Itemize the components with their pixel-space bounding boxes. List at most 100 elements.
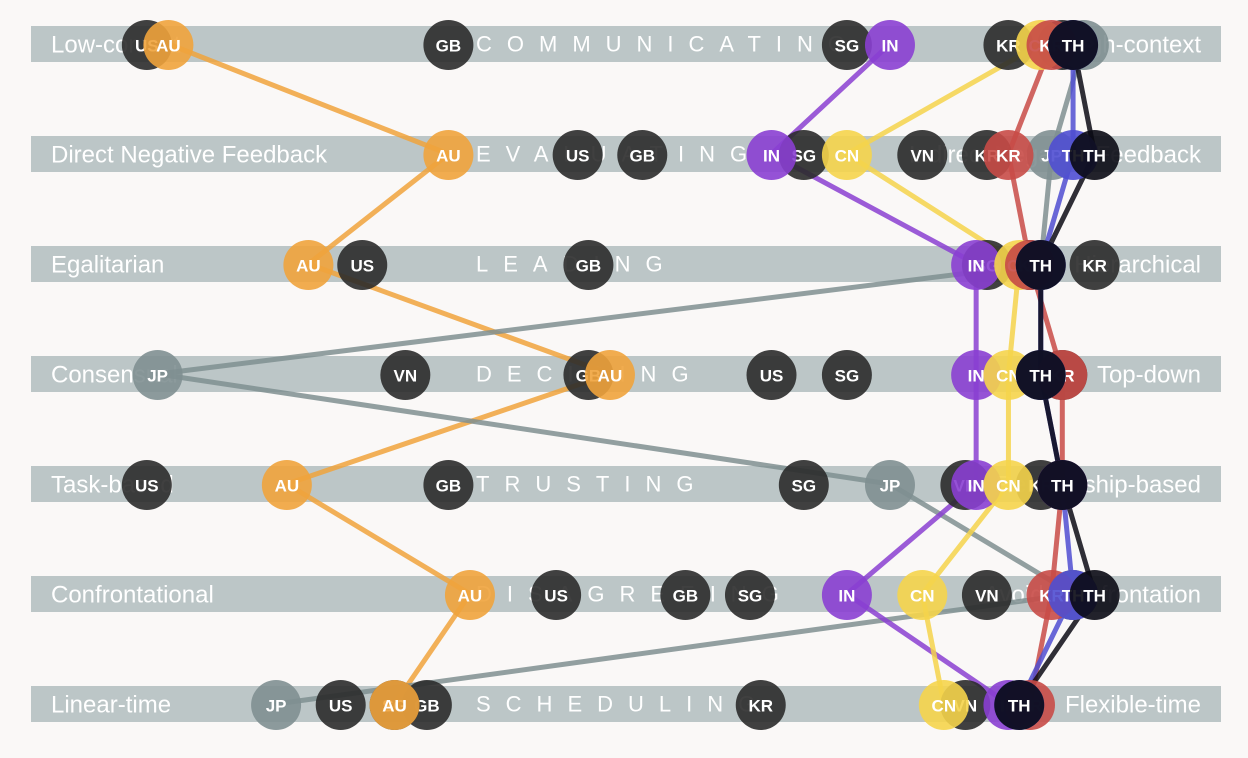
country-markers: USUSUSUSUSUSUSGBGBGBGBGBGBGBSGSGSGSGSGSG… <box>121 20 1120 730</box>
marker-th: TH <box>1015 350 1066 400</box>
marker-circle <box>423 460 474 510</box>
marker-label: CN <box>932 697 957 716</box>
marker-label: US <box>135 477 159 496</box>
marker-label: GB <box>436 477 462 496</box>
marker-label: SG <box>792 477 817 496</box>
marker-label: IN <box>968 257 985 276</box>
marker-cn: CN <box>897 570 948 620</box>
marker-gb: GB <box>563 240 614 290</box>
marker-circle <box>918 680 969 730</box>
marker-label: TH <box>1083 587 1106 606</box>
marker-circle <box>251 680 302 730</box>
marker-label: KR <box>1082 257 1107 276</box>
marker-label: TH <box>1083 147 1106 166</box>
marker-circle <box>584 350 635 400</box>
dimension-label: COMMUNICATING <box>476 32 860 57</box>
marker-vn: VN <box>961 570 1012 620</box>
marker-circle <box>369 680 420 730</box>
marker-label: IN <box>881 37 898 56</box>
marker-th: TH <box>1069 130 1120 180</box>
marker-label: JP <box>880 477 901 496</box>
marker-sg: SG <box>778 460 829 510</box>
marker-jp: JP <box>132 350 183 400</box>
marker-us: US <box>746 350 797 400</box>
marker-circle <box>337 240 388 290</box>
marker-in: IN <box>864 20 915 70</box>
marker-jp: JP <box>251 680 302 730</box>
marker-circle <box>897 130 948 180</box>
marker-vn: VN <box>897 130 948 180</box>
marker-label: AU <box>296 257 321 276</box>
marker-circle <box>143 20 194 70</box>
marker-circle <box>1015 240 1066 290</box>
marker-circle <box>380 350 431 400</box>
marker-gb: GB <box>423 20 474 70</box>
marker-label: VN <box>910 147 934 166</box>
marker-circle <box>1069 130 1120 180</box>
marker-label: US <box>544 587 568 606</box>
marker-circle <box>897 570 948 620</box>
marker-label: AU <box>598 367 623 386</box>
marker-kr: KR <box>983 130 1034 180</box>
marker-circle <box>994 680 1045 730</box>
marker-label: CN <box>996 477 1021 496</box>
marker-circle <box>132 350 183 400</box>
marker-circle <box>261 460 312 510</box>
marker-label: SG <box>835 367 860 386</box>
marker-label: US <box>350 257 374 276</box>
dimension-label: SCHEDULING <box>476 692 770 717</box>
marker-label: JP <box>266 697 287 716</box>
marker-au: AU <box>369 680 420 730</box>
marker-in: IN <box>746 130 797 180</box>
marker-th: TH <box>1048 20 1099 70</box>
marker-circle <box>315 680 366 730</box>
marker-us: US <box>121 460 172 510</box>
marker-label: AU <box>436 147 461 166</box>
marker-circle <box>821 570 872 620</box>
marker-label: SG <box>835 37 860 56</box>
marker-label: VN <box>975 587 999 606</box>
marker-label: VN <box>394 367 418 386</box>
marker-label: IN <box>968 367 985 386</box>
marker-cn: CN <box>983 460 1034 510</box>
marker-circle <box>983 130 1034 180</box>
marker-au: AU <box>423 130 474 180</box>
marker-sg: SG <box>821 20 872 70</box>
marker-label: TH <box>1029 367 1052 386</box>
marker-label: KR <box>748 697 773 716</box>
marker-label: GB <box>414 697 440 716</box>
marker-circle <box>961 570 1012 620</box>
marker-circle <box>1069 240 1120 290</box>
marker-label: KR <box>996 147 1021 166</box>
marker-label: GB <box>576 257 602 276</box>
marker-th: TH <box>1069 570 1120 620</box>
marker-label: TH <box>1051 477 1074 496</box>
marker-kr: KR <box>735 680 786 730</box>
marker-us: US <box>531 570 582 620</box>
marker-label: IN <box>763 147 780 166</box>
marker-au: AU <box>143 20 194 70</box>
marker-circle <box>1037 460 1088 510</box>
marker-gb: GB <box>617 130 668 180</box>
right-pole-label: Flexible-time <box>1065 692 1201 719</box>
marker-circle <box>1048 20 1099 70</box>
marker-circle <box>283 240 334 290</box>
marker-vn: VN <box>380 350 431 400</box>
marker-label: SG <box>738 587 763 606</box>
marker-jp: JP <box>864 460 915 510</box>
marker-label: CN <box>910 587 935 606</box>
left-pole-label: Egalitarian <box>51 252 164 279</box>
marker-in: IN <box>951 240 1002 290</box>
marker-th: TH <box>1015 240 1066 290</box>
marker-circle <box>821 130 872 180</box>
marker-cn: CN <box>821 130 872 180</box>
marker-gb: GB <box>423 460 474 510</box>
marker-circle <box>617 130 668 180</box>
marker-circle <box>444 570 495 620</box>
marker-label: US <box>329 697 353 716</box>
marker-label: US <box>760 367 784 386</box>
marker-label: AU <box>156 37 181 56</box>
marker-circle <box>531 570 582 620</box>
marker-label: IN <box>968 477 985 496</box>
marker-circle <box>563 240 614 290</box>
